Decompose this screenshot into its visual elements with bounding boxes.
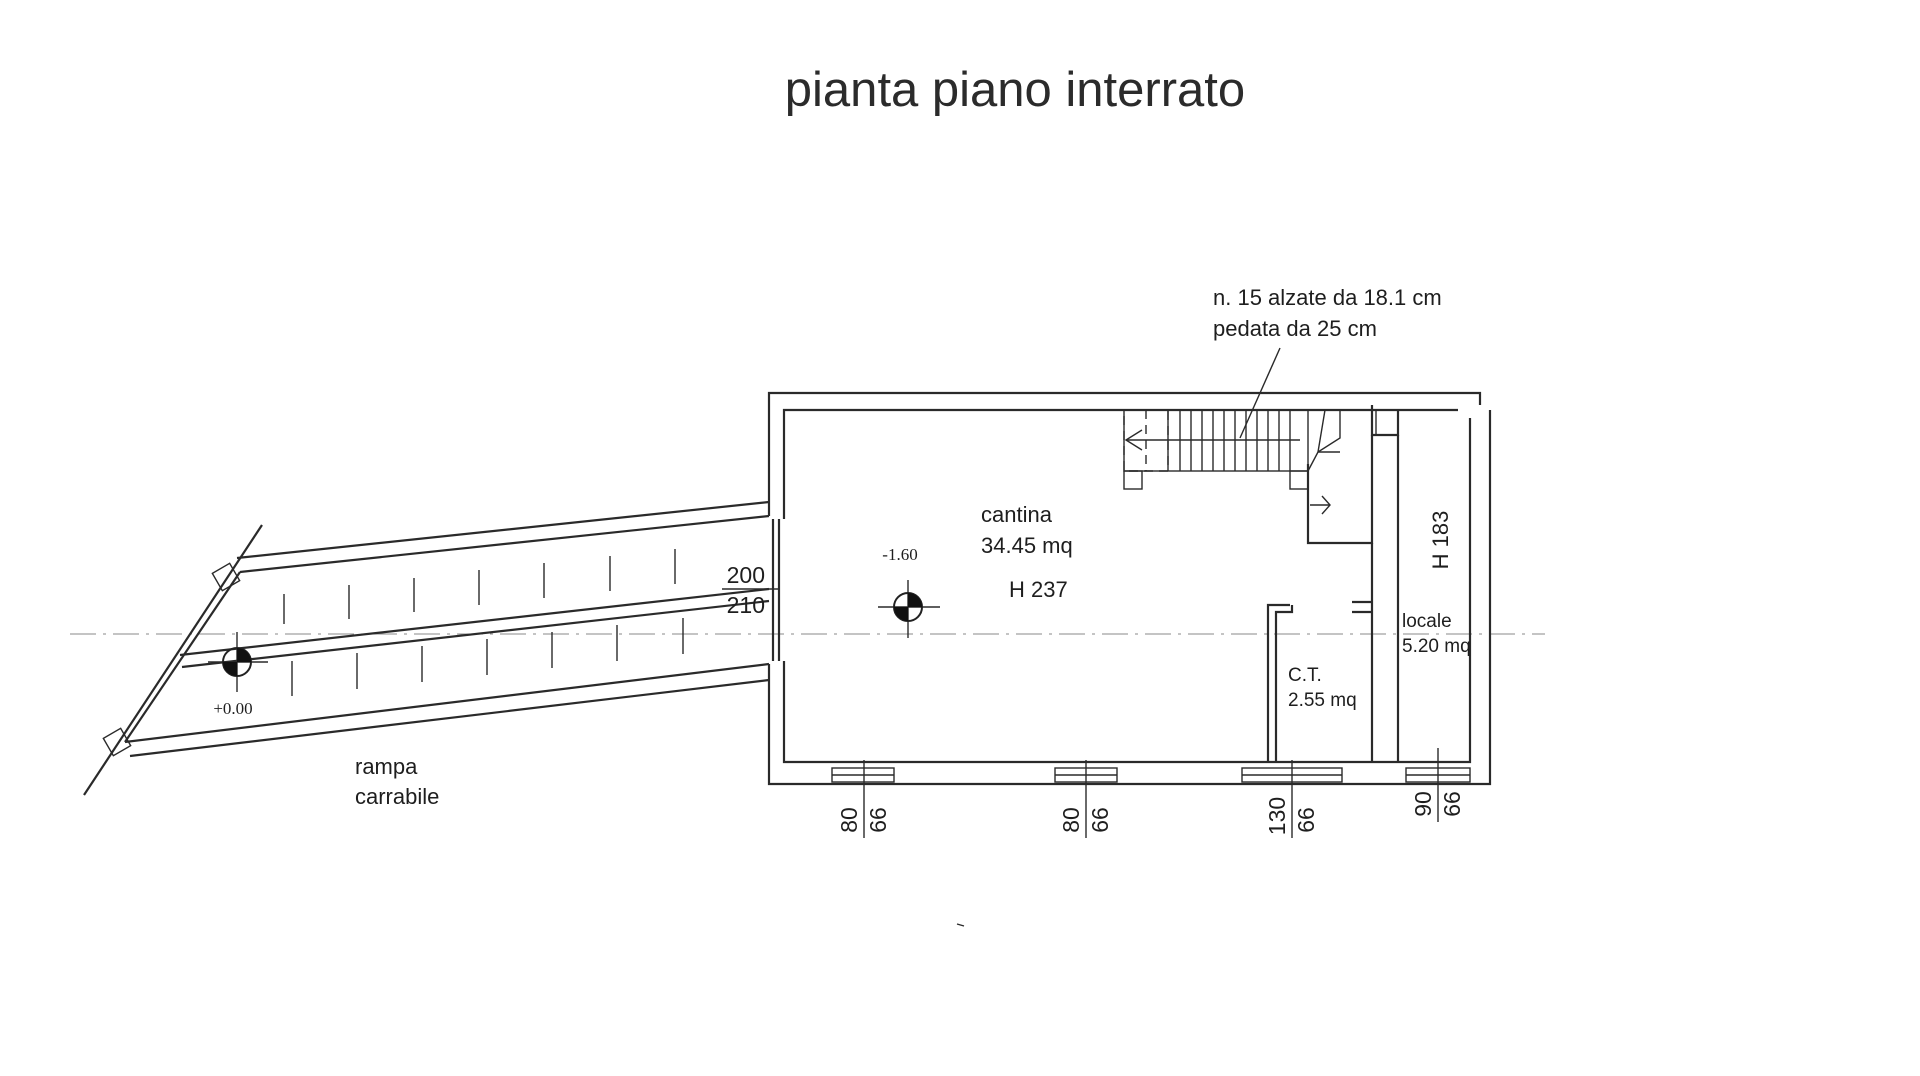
building-walls [767, 391, 1492, 786]
cantina-level: -1.60 [882, 545, 917, 564]
locale-area: 5.20 mq [1402, 636, 1471, 657]
window-4-height: 66 [1439, 791, 1465, 817]
cantina-area: 34.45 mq [981, 533, 1073, 558]
window-2-height: 66 [1087, 807, 1113, 833]
cantina-name: cantina [981, 502, 1053, 527]
window-1-width: 80 [836, 807, 862, 833]
ramp-carrabile [83, 500, 770, 796]
level-marker-cantina [878, 580, 940, 638]
staircase [1123, 409, 1399, 515]
ramp-label-line1: rampa [355, 754, 418, 779]
stairs-note-line2: pedata da 25 cm [1213, 316, 1377, 341]
cantina-height: H 237 [1009, 577, 1068, 602]
level-marker-ramp [208, 632, 268, 692]
stairs-leader-line [1239, 347, 1281, 439]
plan-title: pianta piano interrato [785, 63, 1245, 117]
locale-name: locale [1402, 611, 1452, 632]
ct-name: C.T. [1288, 665, 1322, 686]
window-3-width: 130 [1264, 797, 1290, 835]
ramp-label-line2: carrabile [355, 784, 439, 809]
locale-height: H 183 [1428, 511, 1453, 570]
window-1-height: 66 [865, 807, 891, 833]
window-3-height: 66 [1293, 807, 1319, 833]
stray-mark [956, 923, 965, 927]
opening-dim-bottom: 210 [727, 592, 765, 618]
stairs-note-line1: n. 15 alzate da 18.1 cm [1213, 285, 1442, 310]
ct-area: 2.55 mq [1288, 690, 1357, 711]
window-4-width: 90 [1410, 791, 1436, 817]
bottom-wall-windows [831, 748, 1471, 838]
window-2-width: 80 [1058, 807, 1084, 833]
ramp-level: +0.00 [213, 699, 252, 718]
opening-dim-top: 200 [727, 562, 765, 588]
